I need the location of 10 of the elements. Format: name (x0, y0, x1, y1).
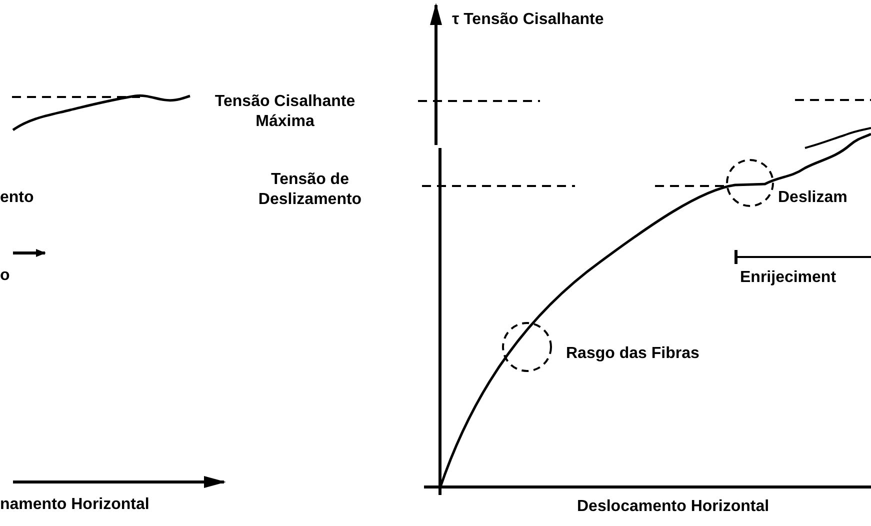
region-label: Deslizam (778, 188, 848, 208)
region-label: Enrijeciment (740, 268, 836, 288)
axis-title: τ Tensão Cisalhante (452, 10, 604, 30)
axis-title: Deslocamento Horizontal (577, 497, 770, 517)
reference-label: Tensão Cisalhante Máxima (214, 92, 356, 132)
axis-title: namento Horizontal (0, 495, 150, 515)
region-label: Rasgo das Fibras (566, 344, 700, 364)
text-fragment: o (0, 266, 10, 286)
reference-label: Tensão de Deslizamento (257, 170, 363, 210)
text-fragment: ento (0, 188, 34, 208)
